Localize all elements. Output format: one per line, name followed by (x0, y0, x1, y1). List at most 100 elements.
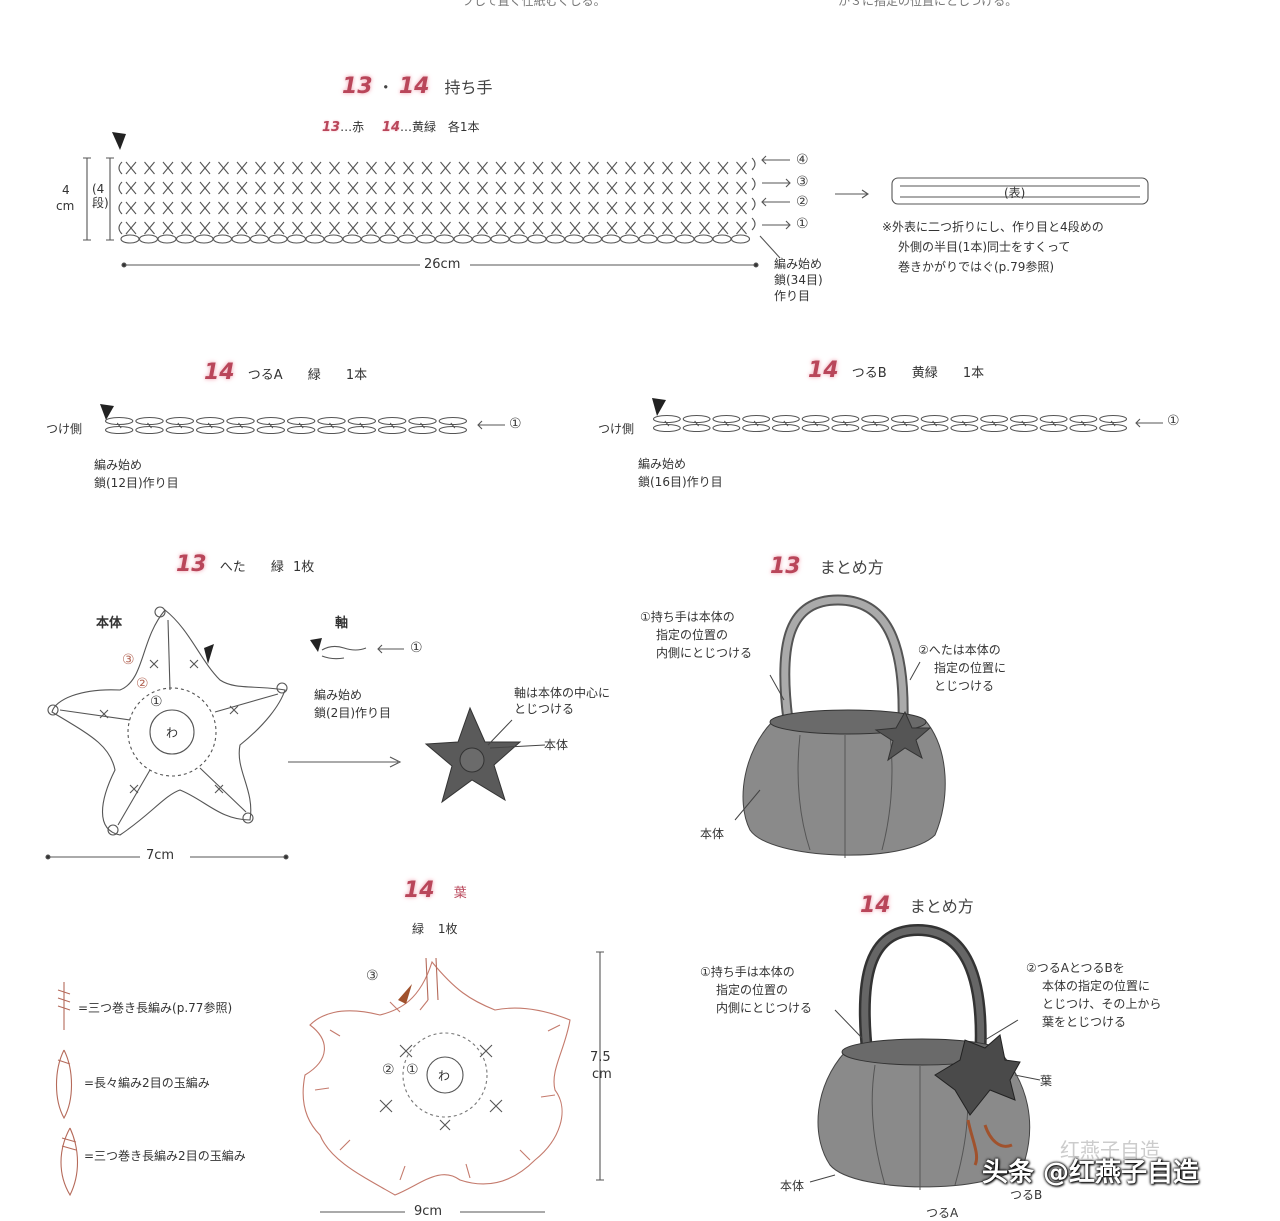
single-crochet-x (255, 161, 266, 175)
single-crochet-x (440, 161, 451, 175)
pattern-number-14: 14 (404, 878, 435, 903)
chain-stitch (656, 234, 677, 244)
single-crochet-x (717, 221, 729, 235)
vine-b-count: 1本 (962, 366, 985, 381)
handle-height-unit: cm (56, 199, 75, 213)
chain-stitch (980, 423, 1009, 433)
chain-stitch (831, 423, 860, 433)
single-crochet-x (643, 181, 655, 195)
vine-a-start-2: 鎖(12目)作り目 (94, 476, 179, 490)
single-crochet-x (606, 181, 618, 195)
stem-start-2: 鎖(2目)作り目 (314, 706, 391, 720)
calyx-color: 緑 (270, 560, 284, 575)
chain-stitch (564, 234, 584, 244)
a13-note2-1: ②へたは本体の (918, 643, 1001, 657)
single-crochet-x (310, 221, 322, 235)
vine-a-title: つるA (247, 368, 283, 383)
single-crochet-x (403, 201, 414, 215)
slip-stitch (147, 422, 152, 429)
chain-stitch (920, 414, 949, 424)
single-crochet-x (717, 181, 729, 195)
leaf-title: 葉 (453, 886, 467, 901)
vine-b-start-2: 鎖(16目)作り目 (638, 475, 723, 489)
stem-label: 軸 (335, 616, 349, 631)
single-crochet-x (440, 181, 451, 195)
chain-stitch (226, 425, 255, 435)
single-crochet-x (329, 201, 340, 215)
single-crochet-x (403, 221, 414, 235)
chain-stitch (652, 423, 681, 433)
chain-stitch (256, 425, 286, 435)
vine-b-header: 14 つるB 黄緑 1本 (808, 358, 984, 383)
single-crochet-x (218, 181, 229, 195)
slip-stitch (238, 422, 243, 429)
watermark-faint: 红燕子自造 (1060, 1138, 1160, 1162)
leaf-row-mark-1: ① (406, 1062, 419, 1078)
chain-stitch (1099, 423, 1128, 433)
single-crochet-x (384, 161, 396, 175)
handle-note-2: 外側の半目(1本)同士をすくって (898, 240, 1071, 254)
chain-stitch (742, 423, 771, 433)
chain-stitch (861, 414, 890, 424)
a14-body-label: 本体 (780, 1179, 805, 1193)
single-crochet-x (495, 201, 507, 215)
calyx-attach-2: とじつける (514, 702, 575, 716)
pattern-number-13: 13 (176, 552, 207, 577)
calyx-attach-body: 本体 (544, 738, 569, 752)
single-crochet-x (680, 161, 692, 175)
chain-stitch (453, 234, 473, 244)
single-crochet-x (458, 161, 470, 175)
chain-stitch (256, 416, 286, 426)
single-crochet-x (551, 221, 562, 235)
calyx-attach-1: 軸は本体の中心に (514, 686, 611, 700)
single-crochet-x (403, 161, 414, 175)
chain-stitch (226, 416, 255, 426)
a14-note2-2: 本体の指定の位置に (1042, 979, 1151, 993)
single-crochet-x (236, 221, 248, 235)
top-fragment-left: フして置く仕紙むくしる。 (462, 0, 606, 8)
chain-stitch (434, 234, 455, 244)
single-crochet-x (458, 221, 470, 235)
single-crochet-x (236, 181, 248, 195)
vine-charts (100, 398, 1163, 435)
slip-stitch (872, 420, 878, 427)
single-crochet-x (569, 181, 581, 195)
single-crochet-x (625, 181, 636, 195)
chain-stitch (360, 234, 381, 244)
slip-stitch (813, 420, 819, 427)
chain-stitch (377, 425, 407, 435)
slip-stitch (207, 422, 213, 429)
chain-stitch (730, 234, 751, 244)
single-crochet-x (699, 221, 710, 235)
single-crochet-x (477, 221, 488, 235)
single-crochet-x (440, 221, 451, 235)
single-crochet-x (199, 221, 211, 235)
row-mark-4: ④ (796, 152, 809, 168)
single-crochet-x (551, 181, 562, 195)
single-crochet-x (218, 201, 229, 215)
slip-stitch (177, 422, 183, 429)
single-crochet-x (329, 181, 340, 195)
single-crochet-x (144, 181, 155, 195)
vine-b-start-1: 編み始め (638, 457, 687, 471)
chain-stitch (527, 234, 547, 244)
single-crochet-x (569, 161, 581, 175)
bag-14-illustration (809, 923, 1041, 1190)
chain-stitch (712, 414, 741, 424)
single-crochet-x (236, 201, 248, 215)
pattern-number-14: 14 (808, 358, 839, 383)
leaf-height-value: 7.5 (590, 1050, 611, 1065)
single-crochet-x (125, 181, 137, 195)
handle-note-1: ※外表に二つ折りにし、作り目と4段めの (882, 220, 1104, 234)
single-crochet-x (680, 201, 692, 215)
chain-stitch (619, 234, 640, 244)
vine-b-color: 黄緑 (911, 366, 938, 381)
handle-subtitle: 13…赤 14…黄緑 各1本 (322, 118, 480, 135)
chain-stitch (1039, 423, 1068, 433)
single-crochet-x (643, 221, 655, 235)
legend-item-1: =三つ巻き長編み(p.77参照) (78, 1001, 233, 1015)
single-crochet-x (366, 221, 377, 235)
single-crochet-x (532, 181, 544, 195)
chain-stitch (950, 423, 979, 433)
single-crochet-x (144, 161, 155, 175)
